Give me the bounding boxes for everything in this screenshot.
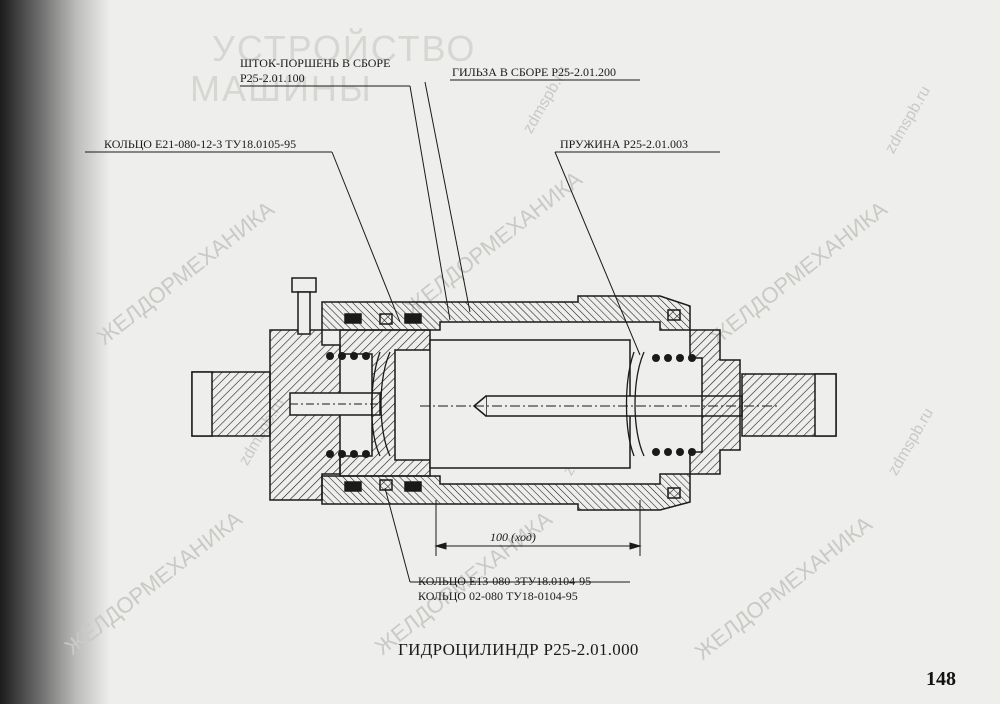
right-end-cap — [689, 329, 741, 475]
bleed-screw — [291, 277, 317, 293]
seal-ring — [379, 313, 393, 325]
page-number: 148 — [926, 668, 956, 690]
spring-left — [371, 351, 391, 457]
sleeve-top-wall — [321, 295, 691, 331]
label-spring: ПРУЖИНА Р25-2.01.003 — [560, 137, 688, 151]
seal-ring — [404, 313, 422, 324]
label-sleeve: ГИЛЬЗА В СБОРЕ Р25-2.01.200 — [452, 65, 617, 79]
label-rod-piston-line-1: ШТОК-ПОРШЕНЬ В СБОРЕ — [240, 56, 391, 70]
seal-ring — [379, 479, 393, 491]
sleeve-bottom-wall — [321, 473, 691, 511]
seal-ring — [404, 481, 422, 492]
label-ring-bottom-1: КОЛЬЦО Е13-080-3ТУ18.0104-95 — [418, 574, 592, 588]
background-heading-line-1: УСТРОЙСТВО — [212, 28, 477, 69]
seal-ring — [344, 481, 362, 492]
label-rod-piston-line-2: Р25-2.01.100 — [240, 71, 305, 85]
scan-page-shadow — [0, 0, 110, 704]
label-ring-top: КОЛЬЦО Е21-080-12-3 ТУ18.0105-95 — [104, 137, 297, 151]
label-ring-bottom-2: КОЛЬЦО 02-080 ТУ18-0104-95 — [418, 589, 578, 603]
label-stroke: 100 (ход) — [490, 530, 536, 544]
seal-ring — [667, 309, 681, 321]
seal-ring — [667, 487, 681, 499]
seal-ring — [344, 313, 362, 324]
spring-coil-sections — [326, 352, 696, 458]
stroke-dimension — [434, 500, 642, 556]
spring-right — [625, 351, 645, 457]
background-heading-line-2: МАШИНЫ — [190, 68, 373, 109]
leader-lines — [85, 79, 720, 583]
drawing-title: ГИДРОЦИЛИНДР Р25-2.01.000 — [398, 640, 639, 659]
